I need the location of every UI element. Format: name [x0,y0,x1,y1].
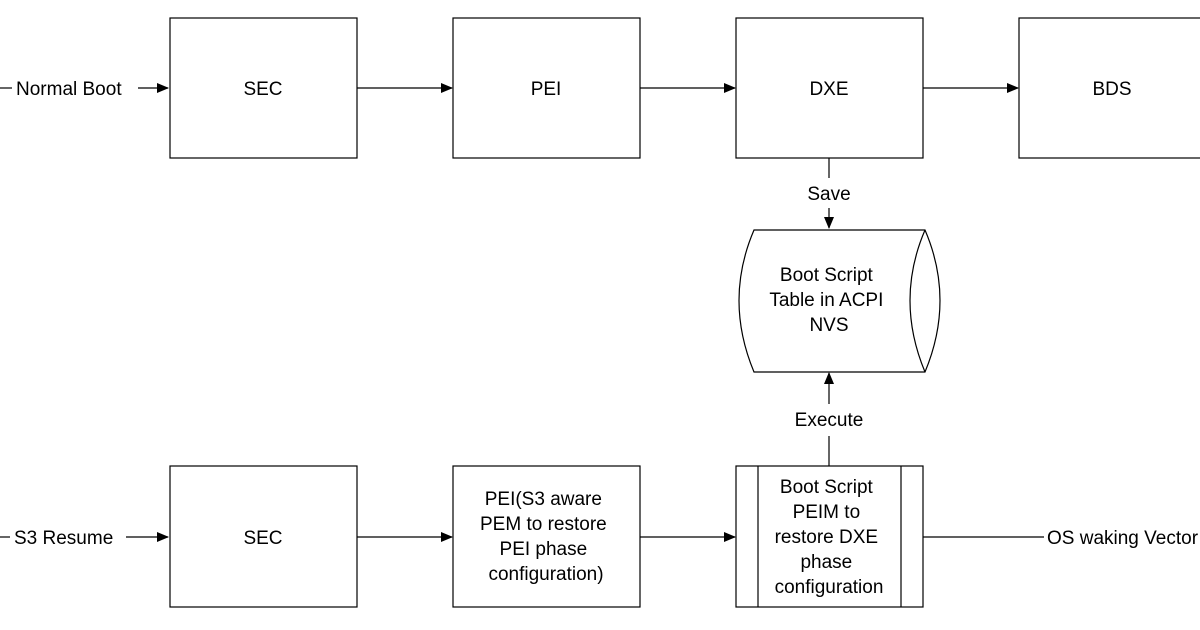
s3-pei-line-1: PEI(S3 aware [485,489,602,510]
normal-sec-box [169,17,358,159]
table-line-1: Boot Script [780,265,874,286]
normal-dxe-box [735,17,924,159]
normal-bds-box [1018,17,1200,159]
peim-line-5: configuration [775,577,884,598]
s3-pei-box [452,465,641,608]
boot-script-peim-box [735,465,924,608]
normal-bds-label: BDS [1092,79,1131,100]
boot-script-peim-label: Boot Script PEIM to restore DXE phase co… [775,477,884,598]
s3-pei-line-4: configuration) [488,564,603,585]
normal-pei-label: PEI [531,79,562,100]
save-label: Save [807,184,850,205]
peim-line-2: PEIM to [793,502,861,523]
s3-resume-label: S3 Resume [14,528,113,549]
s3-pei-line-2: PEM to restore [480,514,607,535]
normal-boot-label: Normal Boot [16,79,122,100]
storage-inner-curve [909,229,926,373]
peim-line-3: restore DXE [775,527,878,548]
s3-sec-box [169,465,358,608]
boot-script-table-label: Boot Script Table in ACPI NVS [769,265,888,336]
peim-line-4: phase [800,552,852,573]
s3-sec-label: SEC [243,528,282,549]
table-line-2: Table in ACPI [769,290,883,311]
table-line-3: NVS [809,315,848,336]
s3-pei-label: PEI(S3 aware PEM to restore PEI phase co… [480,489,612,585]
execute-label: Execute [795,410,864,431]
peim-line-1: Boot Script [780,477,874,498]
normal-sec-label: SEC [243,79,282,100]
normal-dxe-label: DXE [809,79,848,100]
os-waking-vector-label: OS waking Vector [1047,528,1199,549]
normal-pei-box [452,17,641,159]
s3-pei-line-3: PEI phase [500,539,588,560]
